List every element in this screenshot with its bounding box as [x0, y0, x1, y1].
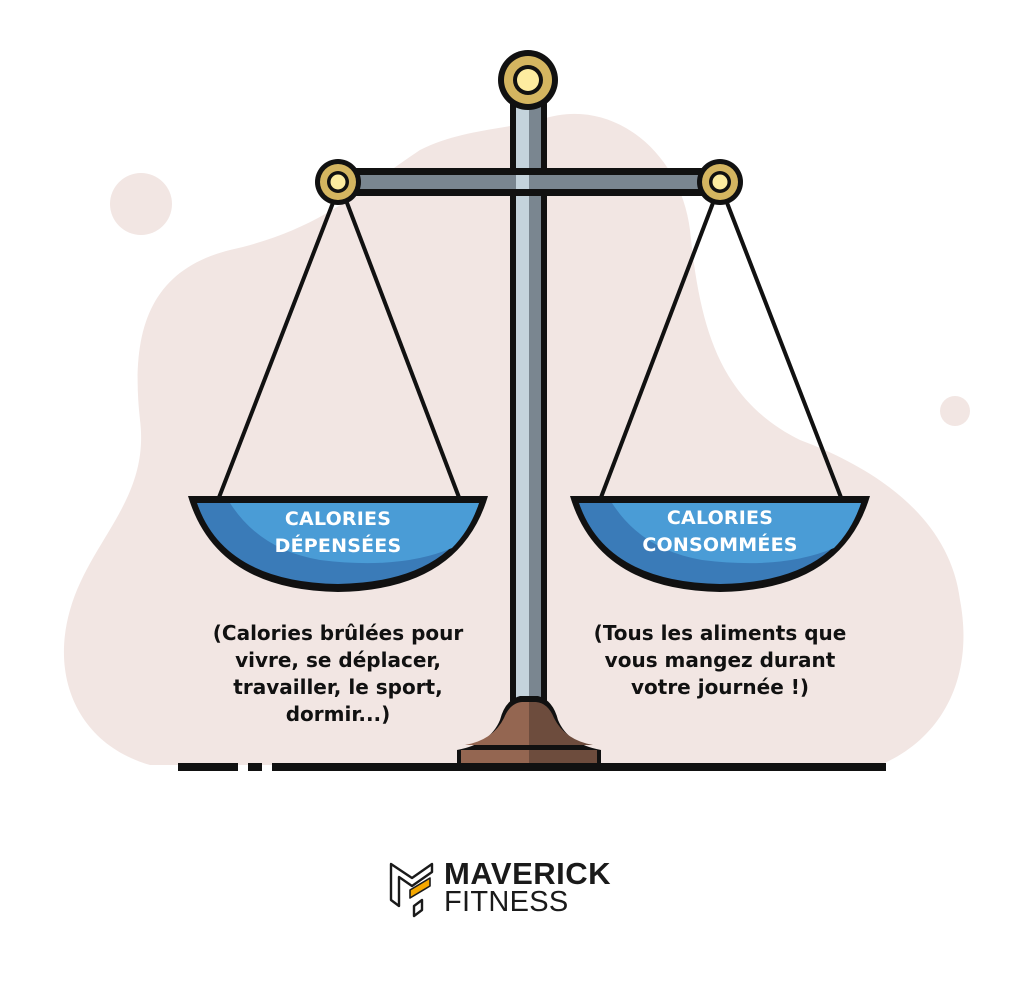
- right-description-line: (Tous les aliments que: [593, 621, 847, 645]
- right-description-line: vous mangez durant: [604, 648, 836, 672]
- scale-base: [457, 696, 601, 768]
- left-pan-label-line2: DÉPENSÉES: [274, 535, 402, 557]
- top-ring: [498, 50, 558, 110]
- right-pan: [570, 496, 870, 592]
- background-dot-left: [110, 173, 172, 235]
- scale-pole: [510, 100, 547, 705]
- left-description-line: vivre, se déplacer,: [235, 648, 441, 672]
- brand-logo: MAVERICK FITNESS: [388, 856, 611, 918]
- right-pan-label: CALORIES CONSOMMÉES: [610, 505, 830, 559]
- brand-text: MAVERICK FITNESS: [444, 858, 611, 917]
- right-strings: [598, 194, 844, 501]
- scale-beam: [340, 168, 720, 196]
- maverick-logo-icon: [389, 862, 434, 918]
- left-strings: [216, 194, 462, 501]
- left-description-line: (Calories brûlées pour: [212, 621, 464, 645]
- left-description-line: dormir...): [285, 702, 391, 726]
- left-pan-label: CALORIES DÉPENSÉES: [238, 506, 438, 560]
- right-pan-label-line2: CONSOMMÉES: [642, 534, 798, 556]
- brand-name-line2: FITNESS: [444, 885, 569, 918]
- right-ring: [697, 159, 743, 205]
- left-description-line: travailler, le sport,: [233, 675, 443, 699]
- ground-line: [178, 763, 886, 771]
- left-ring: [315, 159, 361, 205]
- left-pan-label-line1: CALORIES: [284, 508, 392, 530]
- right-pan-label-line1: CALORIES: [666, 507, 774, 529]
- right-description: (Tous les aliments que vous mangez duran…: [560, 620, 880, 701]
- left-description: (Calories brûlées pour vivre, se déplace…: [178, 620, 498, 728]
- right-description-line: votre journée !): [630, 675, 810, 699]
- background-dot-right: [940, 396, 970, 426]
- brand-name-line1: MAVERICK: [444, 855, 612, 891]
- left-pan: [188, 496, 488, 592]
